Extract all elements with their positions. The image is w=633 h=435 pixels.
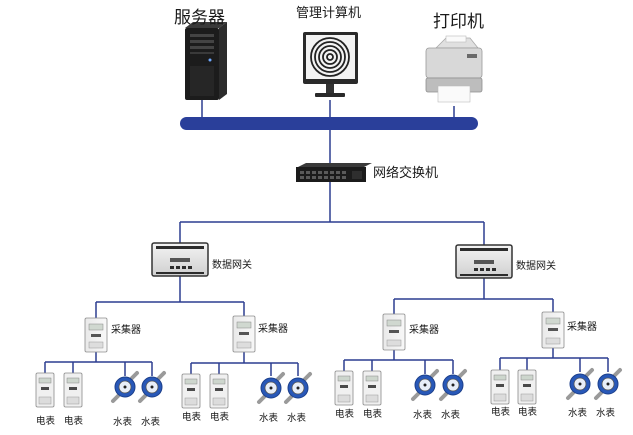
water-meter-icon[interactable]	[284, 372, 312, 404]
network-bus	[180, 117, 478, 130]
meter-label: 电表	[182, 412, 202, 423]
meter-label: 水表	[287, 413, 307, 424]
meter-label: 水表	[413, 410, 433, 421]
meter-label: 电表	[335, 409, 355, 420]
gateway-label-left: 数据网关	[212, 260, 252, 271]
meter-label: 水表	[441, 410, 461, 421]
electric-meter-icon[interactable]	[35, 372, 55, 408]
meter-label: 电表	[491, 407, 511, 418]
collector-label-4: 采集器	[567, 322, 597, 333]
electric-meter-icon[interactable]	[517, 369, 537, 405]
connection-lines	[44, 100, 609, 376]
water-meter-icon[interactable]	[439, 369, 467, 401]
printer-icon[interactable]	[425, 35, 483, 103]
collector-1[interactable]	[84, 317, 108, 353]
electric-meter-icon[interactable]	[63, 372, 83, 408]
electric-meter-icon[interactable]	[490, 369, 510, 405]
meter-label: 电表	[518, 407, 538, 418]
computer-icon[interactable]	[303, 32, 358, 97]
computer-label: 管理计算机	[296, 6, 362, 21]
network-switch-icon[interactable]	[296, 163, 372, 182]
electric-meter-icon[interactable]	[334, 370, 354, 406]
meter-label: 水表	[596, 408, 616, 419]
collector-3[interactable]	[382, 313, 406, 351]
water-meter-icon[interactable]	[257, 372, 285, 404]
printer-label: 打印机	[433, 12, 484, 32]
water-meter-icon[interactable]	[111, 371, 139, 403]
meter-label: 电表	[36, 416, 56, 427]
meter-label: 水表	[259, 413, 279, 424]
collector-label-3: 采集器	[409, 325, 439, 336]
switch-label: 网络交换机	[373, 166, 439, 181]
meter-label: 电表	[363, 409, 383, 420]
server-label: 服务器	[174, 8, 225, 28]
electric-meter-icon[interactable]	[362, 370, 382, 406]
electric-meter-icon[interactable]	[209, 373, 229, 409]
water-meter-icon[interactable]	[411, 369, 439, 401]
gateway-label-right: 数据网关	[516, 261, 556, 272]
collector-label-2: 采集器	[258, 324, 288, 335]
meter-label: 水表	[141, 417, 161, 428]
water-meter-icon[interactable]	[594, 368, 622, 400]
meter-label: 水表	[113, 417, 133, 428]
data-gateway-left[interactable]	[151, 242, 209, 277]
data-gateway-right[interactable]	[455, 244, 513, 279]
collector-2[interactable]	[232, 315, 256, 353]
server-icon[interactable]	[185, 22, 227, 100]
meter-label: 水表	[568, 408, 588, 419]
meter-label: 电表	[210, 412, 230, 423]
water-meter-icon[interactable]	[138, 371, 166, 403]
collector-label-1: 采集器	[111, 325, 141, 336]
meter-label: 电表	[64, 416, 84, 427]
electric-meter-icon[interactable]	[181, 373, 201, 409]
collector-4[interactable]	[541, 311, 565, 349]
water-meter-icon[interactable]	[566, 368, 594, 400]
meters-layer	[35, 368, 622, 409]
